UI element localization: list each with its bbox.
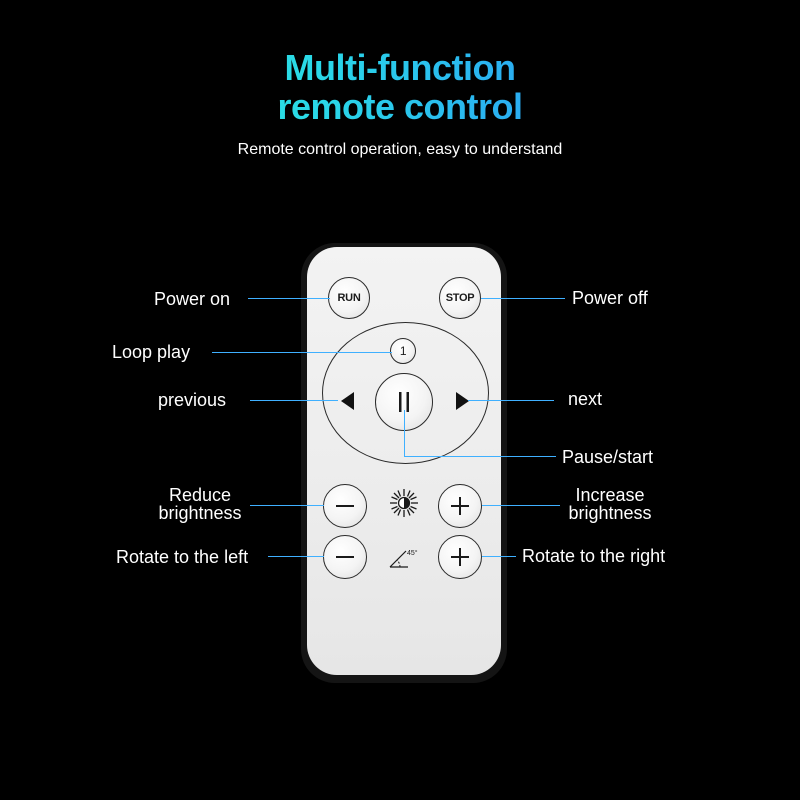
label-rotate-left: Rotate to the left — [116, 547, 249, 567]
stop-button-label: STOP — [445, 292, 475, 304]
rotation-angle-label: 45° — [407, 550, 418, 557]
rotation-angle-icon: 45° — [386, 542, 420, 572]
loop-play-label: 1 — [399, 344, 407, 358]
callout-line-rotate-left — [268, 556, 324, 557]
loop-play-button[interactable]: 1 — [390, 338, 416, 364]
label-increase-brightness-1: Increase — [575, 485, 645, 505]
rotate-left-button[interactable] — [323, 535, 367, 579]
minus-icon — [336, 505, 354, 507]
reduce-brightness-button[interactable] — [323, 484, 367, 528]
label-power-on: Power on — [154, 289, 231, 309]
callout-line-power-on — [248, 298, 330, 299]
label-reduce-brightness-2: brightness — [158, 503, 242, 523]
callout-line-increase-brightness — [482, 505, 560, 506]
label-previous: previous — [158, 390, 227, 410]
callout-line-reduce-brightness — [250, 505, 324, 506]
pause-icon — [399, 392, 409, 412]
navigation-ring — [322, 322, 489, 464]
callout-line-previous — [250, 400, 338, 401]
label-rotate-right: Rotate to the right — [522, 546, 666, 566]
label-increase-brightness-2: brightness — [568, 503, 652, 523]
run-button-label: RUN — [337, 292, 361, 304]
subtitle: Remote control operation, easy to unders… — [237, 141, 563, 158]
label-power-off: Power off — [572, 288, 648, 308]
run-button[interactable]: RUN — [328, 277, 370, 319]
label-reduce-brightness-1: Reduce — [168, 485, 232, 505]
label-loop-play: Loop play — [112, 342, 191, 362]
callout-line-loop-play — [212, 352, 392, 353]
callout-line-rotate-right — [482, 556, 516, 557]
stop-button[interactable]: STOP — [439, 277, 481, 319]
plus-icon — [451, 497, 469, 515]
callout-line-next — [468, 400, 554, 401]
callout-line-power-off — [481, 298, 565, 299]
rotate-right-button[interactable] — [438, 535, 482, 579]
previous-arrow-icon[interactable] — [338, 390, 356, 417]
minus-icon — [336, 556, 354, 558]
callout-line-pause — [404, 456, 556, 457]
label-next: next — [568, 389, 603, 409]
next-arrow-icon[interactable] — [454, 390, 472, 417]
increase-brightness-button[interactable] — [438, 484, 482, 528]
title-line-2: remote control — [0, 87, 800, 127]
callout-vline-pause — [404, 410, 405, 457]
brightness-icon — [389, 488, 419, 523]
plus-icon — [451, 548, 469, 566]
label-pause-start: Pause/start — [562, 447, 654, 467]
title-line-1: Multi-function — [0, 48, 800, 88]
